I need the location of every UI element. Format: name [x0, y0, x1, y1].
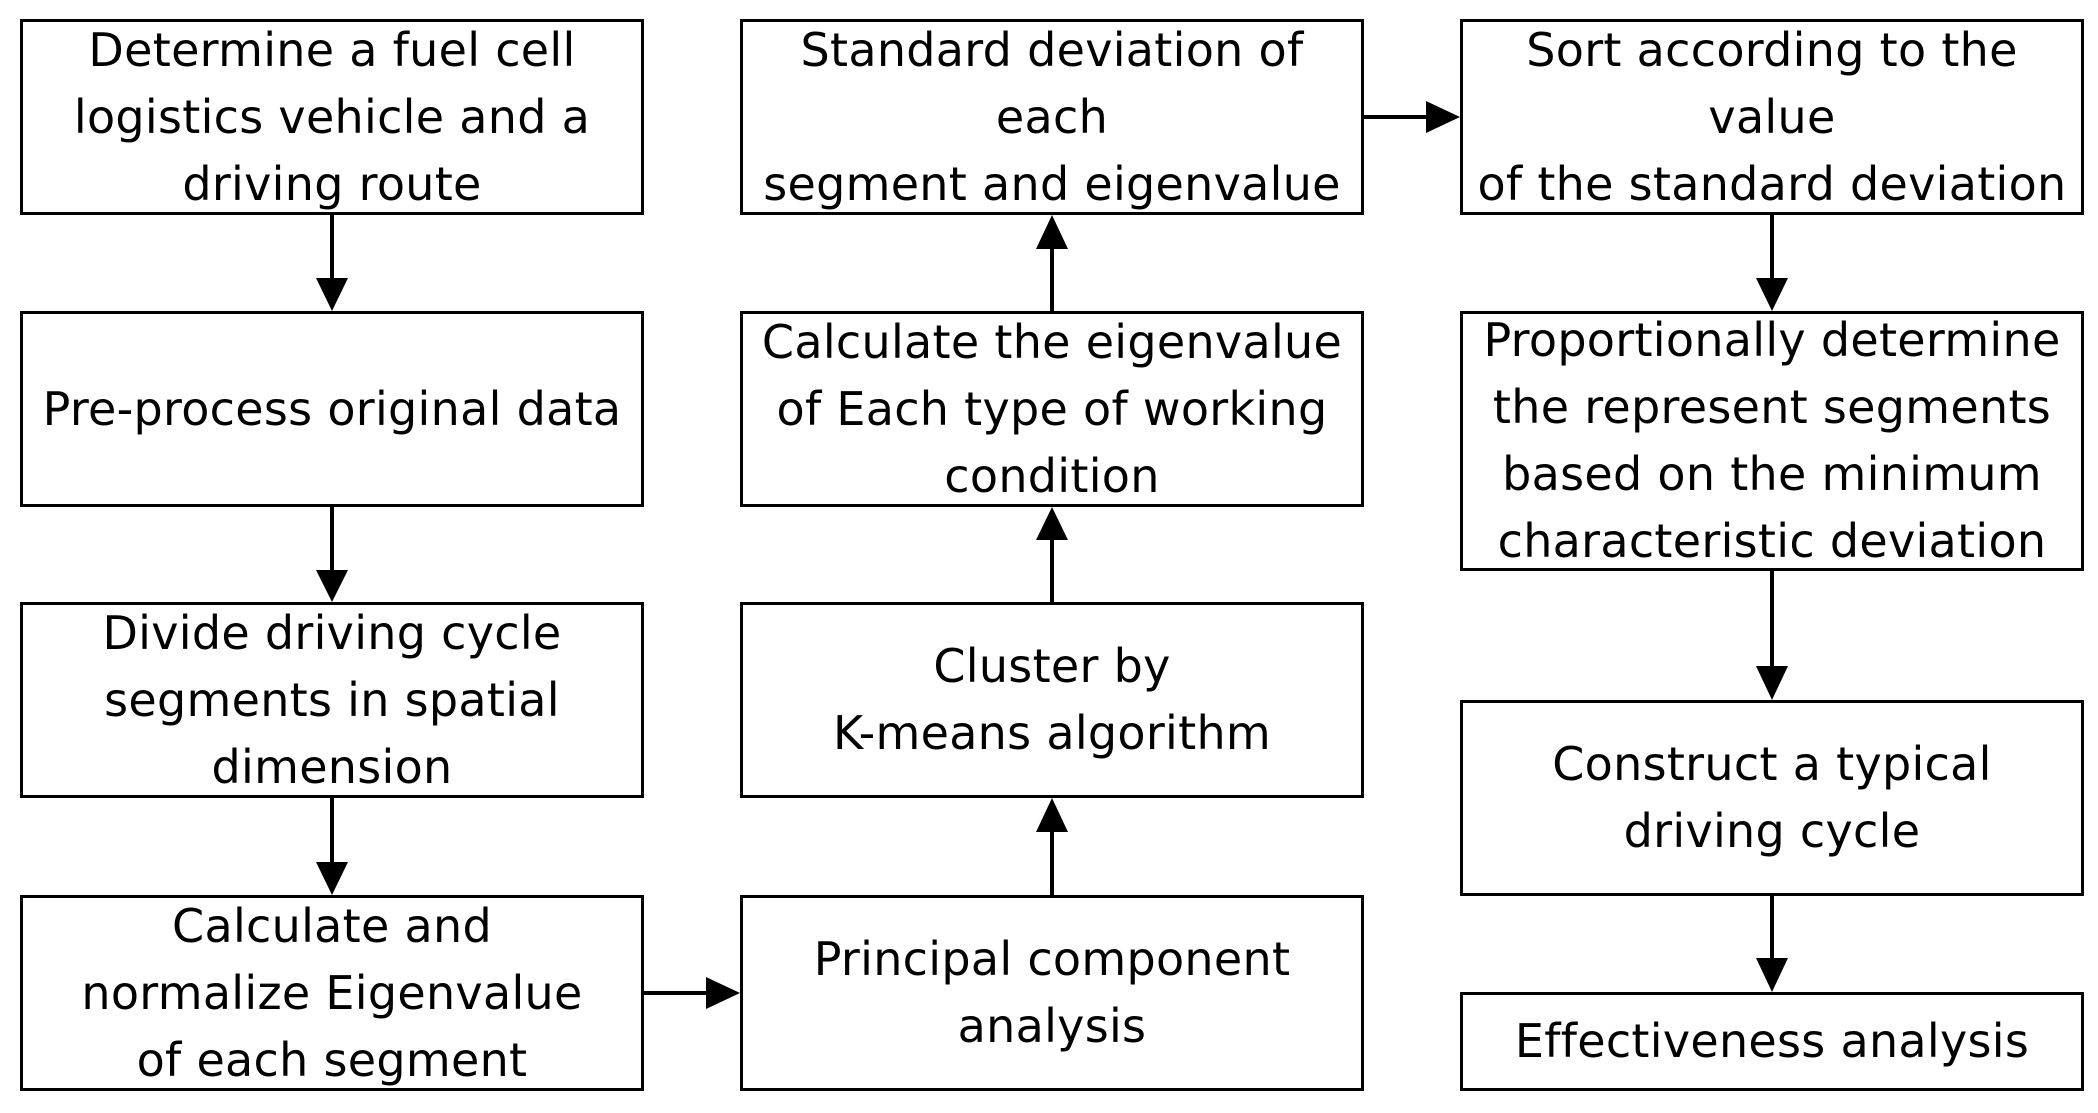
- step-determine-vehicle-route: Determine a fuel cell logistics vehicle …: [20, 19, 644, 215]
- step-calculate-normalize: Calculate and normalize Eigenvalue of ea…: [20, 895, 644, 1091]
- step-determine-vehicle-route-label: Determine a fuel cell logistics vehicle …: [73, 22, 591, 211]
- step-preprocess-data-label: Pre-process original data: [42, 381, 622, 436]
- step-pca-label: Principal component analysis: [813, 932, 1291, 1053]
- step-construct-cycle-label: Construct a typical driving cycle: [1552, 737, 1992, 858]
- arrow-divide-to-calculate: [316, 798, 348, 895]
- step-proportional-segments-label: Proportionally determine the represent s…: [1483, 313, 2061, 568]
- step-std-dev-segment: Standard deviation of each segment and e…: [740, 19, 1364, 215]
- arrow-std-dev-to-sort: [1364, 101, 1460, 133]
- step-divide-segments: Divide driving cycle segments in spatial…: [20, 602, 644, 798]
- step-calc-eigenvalue-type: Calculate the eigenvalue of Each type of…: [740, 311, 1364, 507]
- arrow-construct-to-effectiveness: [1756, 896, 1788, 992]
- step-sort-std-dev-label: Sort according to the value of the stand…: [1477, 22, 2067, 211]
- step-construct-cycle: Construct a typical driving cycle: [1460, 700, 2084, 896]
- arrow-pca-to-kmeans: [1036, 798, 1068, 895]
- arrow-calc-type-to-std-dev: [1036, 215, 1068, 311]
- arrow-sort-to-proportional: [1756, 215, 1788, 311]
- arrow-determine-to-preprocess: [316, 215, 348, 311]
- arrow-calculate-to-pca: [644, 977, 740, 1009]
- step-kmeans-label: Cluster by K-means algorithm: [832, 639, 1272, 760]
- step-effectiveness-label: Effectiveness analysis: [1514, 1014, 2030, 1068]
- step-std-dev-segment-label: Standard deviation of each segment and e…: [763, 22, 1341, 211]
- step-effectiveness: Effectiveness analysis: [1460, 992, 2084, 1091]
- arrow-preprocess-to-divide: [316, 507, 348, 602]
- step-pca: Principal component analysis: [740, 895, 1364, 1091]
- step-proportional-segments: Proportionally determine the represent s…: [1460, 311, 2084, 571]
- step-divide-segments-label: Divide driving cycle segments in spatial…: [102, 605, 562, 794]
- step-preprocess-data: Pre-process original data: [20, 311, 644, 507]
- step-sort-std-dev: Sort according to the value of the stand…: [1460, 19, 2084, 215]
- arrow-kmeans-to-calc-type: [1036, 507, 1068, 602]
- arrow-proportional-to-construct: [1756, 571, 1788, 700]
- step-kmeans: Cluster by K-means algorithm: [740, 602, 1364, 798]
- step-calculate-normalize-label: Calculate and normalize Eigenvalue of ea…: [81, 898, 583, 1087]
- step-calc-eigenvalue-type-label: Calculate the eigenvalue of Each type of…: [761, 314, 1343, 503]
